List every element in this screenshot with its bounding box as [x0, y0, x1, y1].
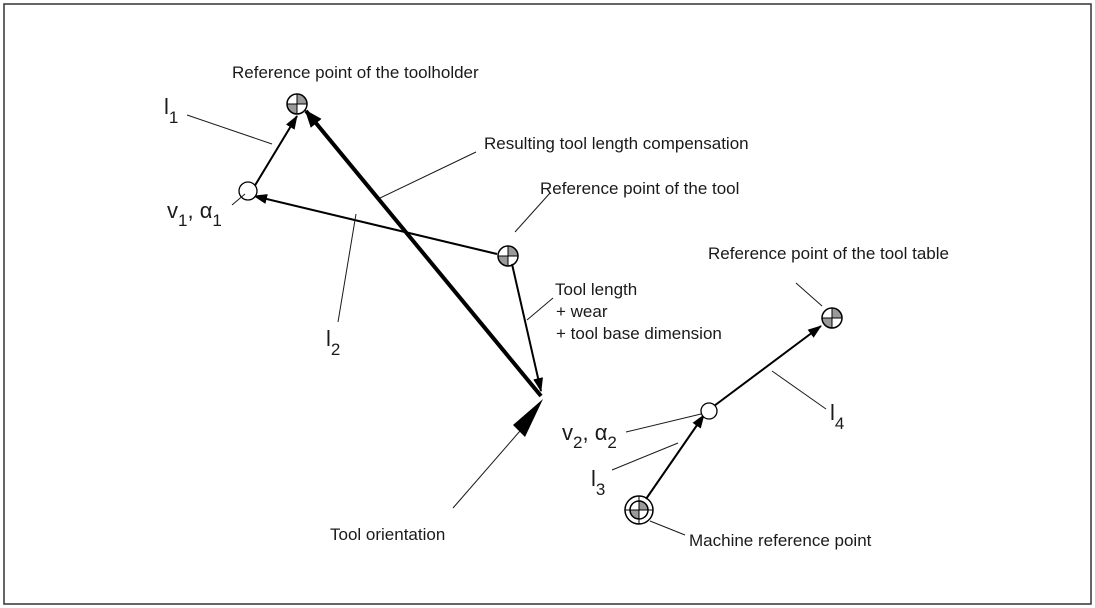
l4-leader	[771, 370, 827, 410]
v1-leader	[231, 193, 246, 206]
resulting-comp-leader	[379, 151, 477, 199]
vector-l3	[645, 414, 705, 500]
l2-symbol: l2	[326, 326, 340, 359]
tool-ref-leader	[514, 192, 551, 233]
tool-orientation-leader	[452, 430, 521, 509]
vector-l2	[253, 194, 498, 255]
tool-orientation-arrowhead	[513, 399, 543, 437]
l2-leader	[337, 213, 357, 323]
tool-table-reference-point-icon	[821, 307, 843, 329]
diagram-frame	[3, 3, 1092, 605]
v2-leader	[625, 413, 702, 433]
tool-length-label-line2: + wear	[556, 302, 608, 321]
tool-reference-point-icon	[497, 245, 519, 267]
toolholder-reference-point-icon	[286, 93, 308, 115]
tool-length-leader	[526, 297, 554, 321]
l1-symbol: l1	[164, 94, 178, 127]
tool-orientation-label: Tool orientation	[330, 525, 445, 544]
resulting-compensation-label: Resulting tool length compensation	[484, 134, 749, 153]
tool-reference-label: Reference point of the tool	[540, 179, 739, 198]
machine-reference-point-icon	[624, 495, 654, 525]
l1-leader	[186, 114, 273, 145]
tool-length-label-line3: + tool base dimension	[556, 324, 722, 343]
l3-leader	[611, 442, 679, 471]
vector-tool-length	[511, 263, 543, 392]
vector-l1	[250, 115, 298, 193]
vector-resulting-compensation	[304, 109, 543, 398]
v2-alpha2-symbol: v2, α2	[562, 420, 617, 452]
v2-point-icon	[700, 402, 718, 420]
tool-table-ref-leader	[795, 282, 823, 307]
tool-length-label-line1: Tool length	[555, 280, 637, 299]
toolholder-reference-label: Reference point of the toolholder	[232, 63, 479, 82]
machine-ref-leader	[649, 520, 686, 536]
l3-symbol: l3	[591, 466, 605, 499]
vector-l4	[713, 325, 822, 407]
v1-alpha1-symbol: v1, α1	[167, 198, 222, 230]
tool-table-reference-label: Reference point of the tool table	[708, 244, 949, 263]
machine-reference-label: Machine reference point	[689, 531, 872, 550]
l4-symbol: l4	[830, 400, 844, 433]
